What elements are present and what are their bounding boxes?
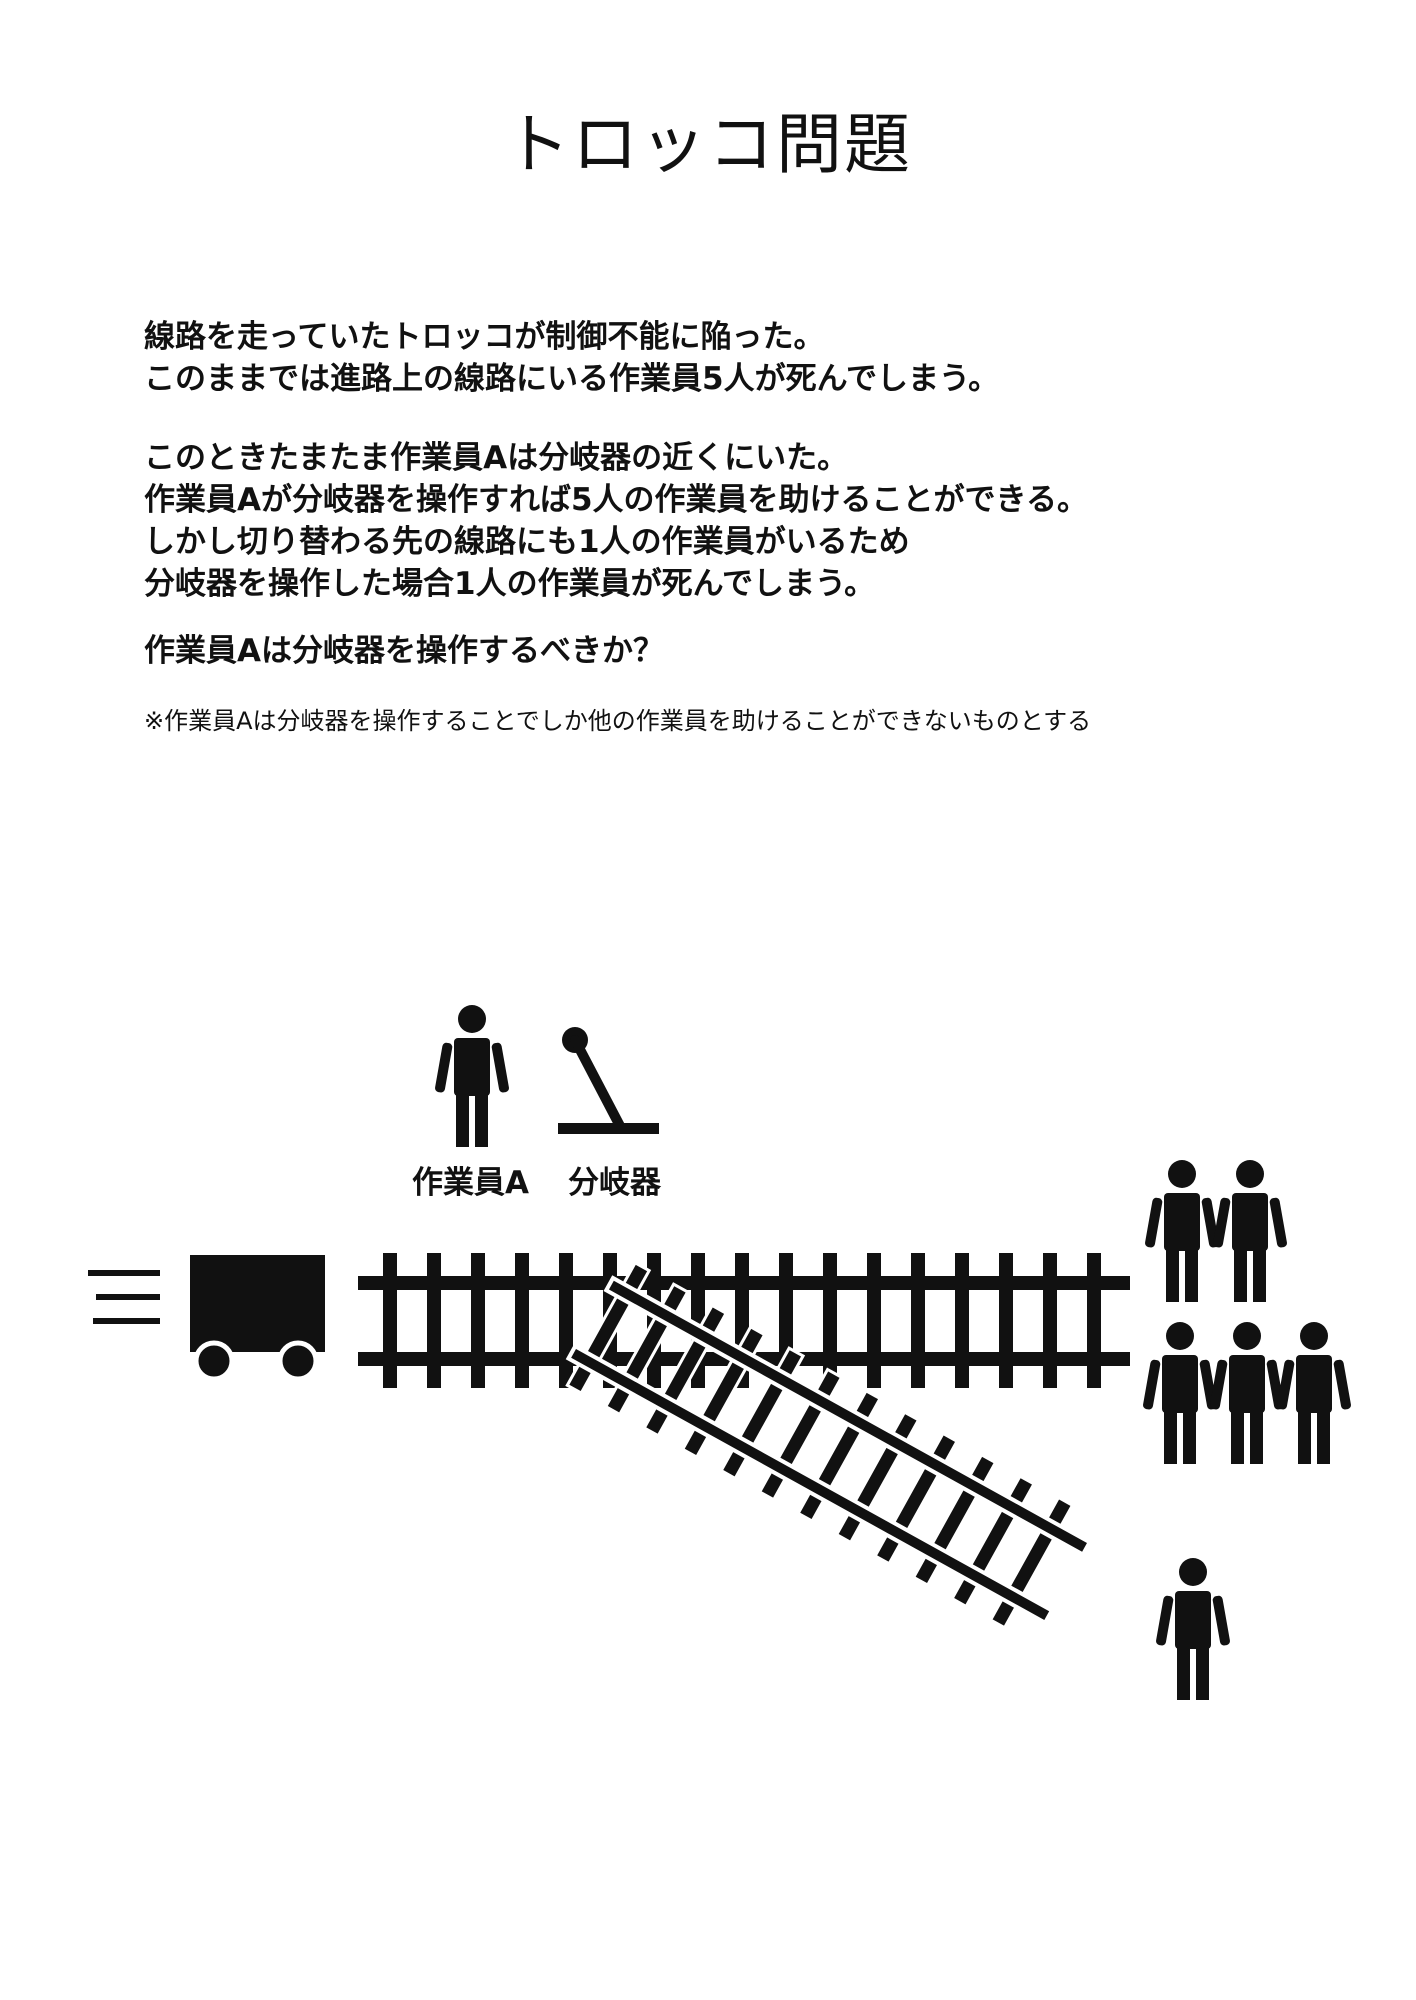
single-worker-icon <box>1156 1558 1230 1700</box>
worker-icon <box>1277 1322 1351 1464</box>
switch-lever-icon <box>558 1027 659 1134</box>
main-track-tie <box>515 1253 529 1388</box>
worker-a-label: 作業員A <box>412 1165 529 1201</box>
scenario-paragraph: このときたまたま作業員Aは分岐器の近くにいた。 作業員Aが分岐器を操作すれば5人… <box>144 437 1088 605</box>
page-title: トロッコ問題 <box>504 106 912 183</box>
one-worker-group <box>1156 1558 1230 1700</box>
main-track-tie <box>559 1253 573 1388</box>
intro-paragraph: 線路を走っていたトロッコが制御不能に陥った。 このままでは進路上の線路にいる作業… <box>144 316 999 400</box>
scenario-line-4: 分岐器を操作した場合1人の作業員が死んでしまう。 <box>144 566 876 602</box>
worker-icon <box>1213 1160 1287 1302</box>
main-track-tie <box>867 1253 881 1388</box>
question-text: 作業員Aは分岐器を操作するべきか？ <box>144 633 664 669</box>
main-track-tie <box>427 1253 441 1388</box>
worker-a-icon <box>435 1005 509 1147</box>
branch-track <box>565 1260 1093 1630</box>
scenario-line-1: このときたまたま作業員Aは分岐器の近くにいた。 <box>144 440 849 476</box>
switch-label: 分岐器 <box>568 1165 661 1201</box>
speed-lines-icon <box>88 1270 160 1324</box>
main-track-tie <box>471 1253 485 1388</box>
trolley-icon <box>190 1255 325 1382</box>
worker-icon <box>1145 1160 1219 1302</box>
worker-icon <box>1143 1322 1217 1464</box>
scenario-line-3: しかし切り替わる先の線路にも1人の作業員がいるため <box>144 524 910 560</box>
main-track-tie <box>955 1253 969 1388</box>
main-track-tie <box>999 1253 1013 1388</box>
scenario-line-2: 作業員Aが分岐器を操作すれば5人の作業員を助けることができる。 <box>144 482 1088 518</box>
main-track-tie <box>383 1253 397 1388</box>
intro-line-1: 線路を走っていたトロッコが制御不能に陥った。 <box>144 319 825 355</box>
intro-line-2: このままでは進路上の線路にいる作業員5人が死んでしまう。 <box>144 361 1000 397</box>
main-track-tie <box>911 1253 925 1388</box>
worker-icon <box>1210 1322 1284 1464</box>
main-track-tie <box>823 1253 837 1388</box>
five-workers-group <box>1143 1160 1351 1464</box>
footnote: ※作業員Aは分岐器を操作することでしか他の作業員を助けることができないものとする <box>144 707 1092 735</box>
main-track-tie <box>1087 1253 1101 1388</box>
main-track-tie <box>1043 1253 1057 1388</box>
